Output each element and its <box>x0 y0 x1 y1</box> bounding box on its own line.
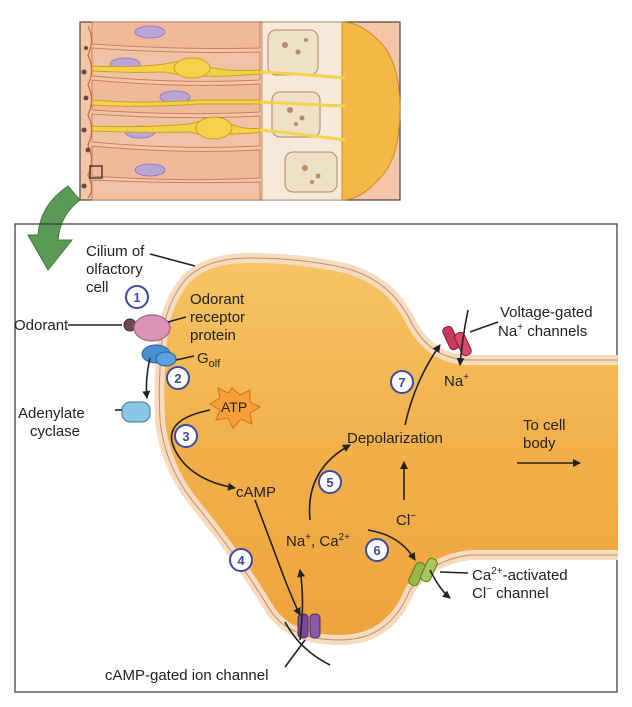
adenylate-cyclase <box>121 401 151 423</box>
step-6: 6 <box>365 538 389 562</box>
cilium-cell-body <box>154 252 618 646</box>
svg-text:2: 2 <box>174 371 181 386</box>
step-5: 5 <box>318 470 342 494</box>
label-receptor-2: receptor <box>190 309 245 326</box>
cl-efflux-arrow <box>429 569 451 599</box>
label-cilium-3: cell <box>86 279 109 296</box>
label-odorant: Odorant <box>14 317 69 334</box>
svg-text:3: 3 <box>182 429 189 444</box>
label-vg-2: Na+ channels <box>498 322 587 340</box>
camp-channel-pointer <box>284 639 306 668</box>
step-markers: 1 2 3 4 5 6 7 <box>125 285 414 572</box>
label-cl-channel: Cl− channel <box>472 584 549 602</box>
label-to-cell-2: body <box>523 435 556 452</box>
odorant-receptor-protein <box>133 314 171 342</box>
olfactory-neurons <box>91 57 261 140</box>
step-1: 1 <box>125 285 149 309</box>
label-na: Na+ <box>444 372 469 390</box>
step4-arrow <box>254 499 301 616</box>
mucus-layer <box>81 25 93 199</box>
tissue-inset <box>79 21 401 201</box>
label-receptor-1: Odorant <box>190 291 245 308</box>
svg-text:6: 6 <box>373 543 380 558</box>
step3-arrow <box>170 409 236 491</box>
step7-arrow <box>404 344 441 426</box>
label-camp-channel: cAMP-gated ion channel <box>105 667 268 684</box>
cribriform-plate <box>261 21 343 201</box>
golf-protein <box>141 344 177 367</box>
label-receptor-3: protein <box>190 327 236 344</box>
label-ca-activated: Ca2+-activated <box>472 566 568 584</box>
step-3: 3 <box>174 424 198 448</box>
step5-arrow <box>308 444 351 521</box>
label-atp: ATP <box>221 399 247 415</box>
axons <box>259 70 346 142</box>
cilium-pointer <box>149 253 196 267</box>
vg-pointer <box>469 321 499 333</box>
zoom-box <box>89 165 103 179</box>
na-entry-line <box>284 621 331 666</box>
step2-arrow <box>142 357 151 399</box>
label-adenylate-2: cyclase <box>30 423 80 440</box>
ca-activated-cl-channel <box>408 557 438 587</box>
zoom-arrow <box>27 185 81 271</box>
step-4: 4 <box>229 548 253 572</box>
na-influx-arrow <box>456 309 469 366</box>
svg-text:4: 4 <box>237 553 245 568</box>
label-cl: Cl− <box>396 511 416 529</box>
step6-arrow <box>367 529 416 561</box>
label-cilium-1: Cilium of <box>86 243 145 260</box>
step-2: 2 <box>166 366 190 390</box>
label-vg-1: Voltage-gated <box>500 304 593 321</box>
label-depolarization: Depolarization <box>347 430 443 447</box>
label-cilium-2: olfactory <box>86 261 143 278</box>
svg-text:5: 5 <box>326 475 333 490</box>
pathway-arrows <box>68 253 581 668</box>
label-golf: Golf <box>197 350 221 370</box>
label-to-cell-1: To cell <box>523 417 566 434</box>
ca-act-pointer <box>439 571 469 574</box>
step-7: 7 <box>390 370 414 394</box>
label-na-ca: Na+, Ca2+ <box>286 532 350 550</box>
svg-text:7: 7 <box>398 375 405 390</box>
olfactory-bulb <box>341 21 401 201</box>
atp-star <box>209 387 262 429</box>
labels: Cilium of olfactory cell Odorant Odorant… <box>14 243 593 684</box>
label-adenylate-1: Adenylate <box>18 405 85 422</box>
cation-influx-arrow <box>297 569 306 641</box>
svg-text:1: 1 <box>133 290 140 305</box>
label-camp: cAMP <box>236 484 276 501</box>
receptor-pointer <box>167 316 187 323</box>
golf-pointer <box>175 355 195 361</box>
